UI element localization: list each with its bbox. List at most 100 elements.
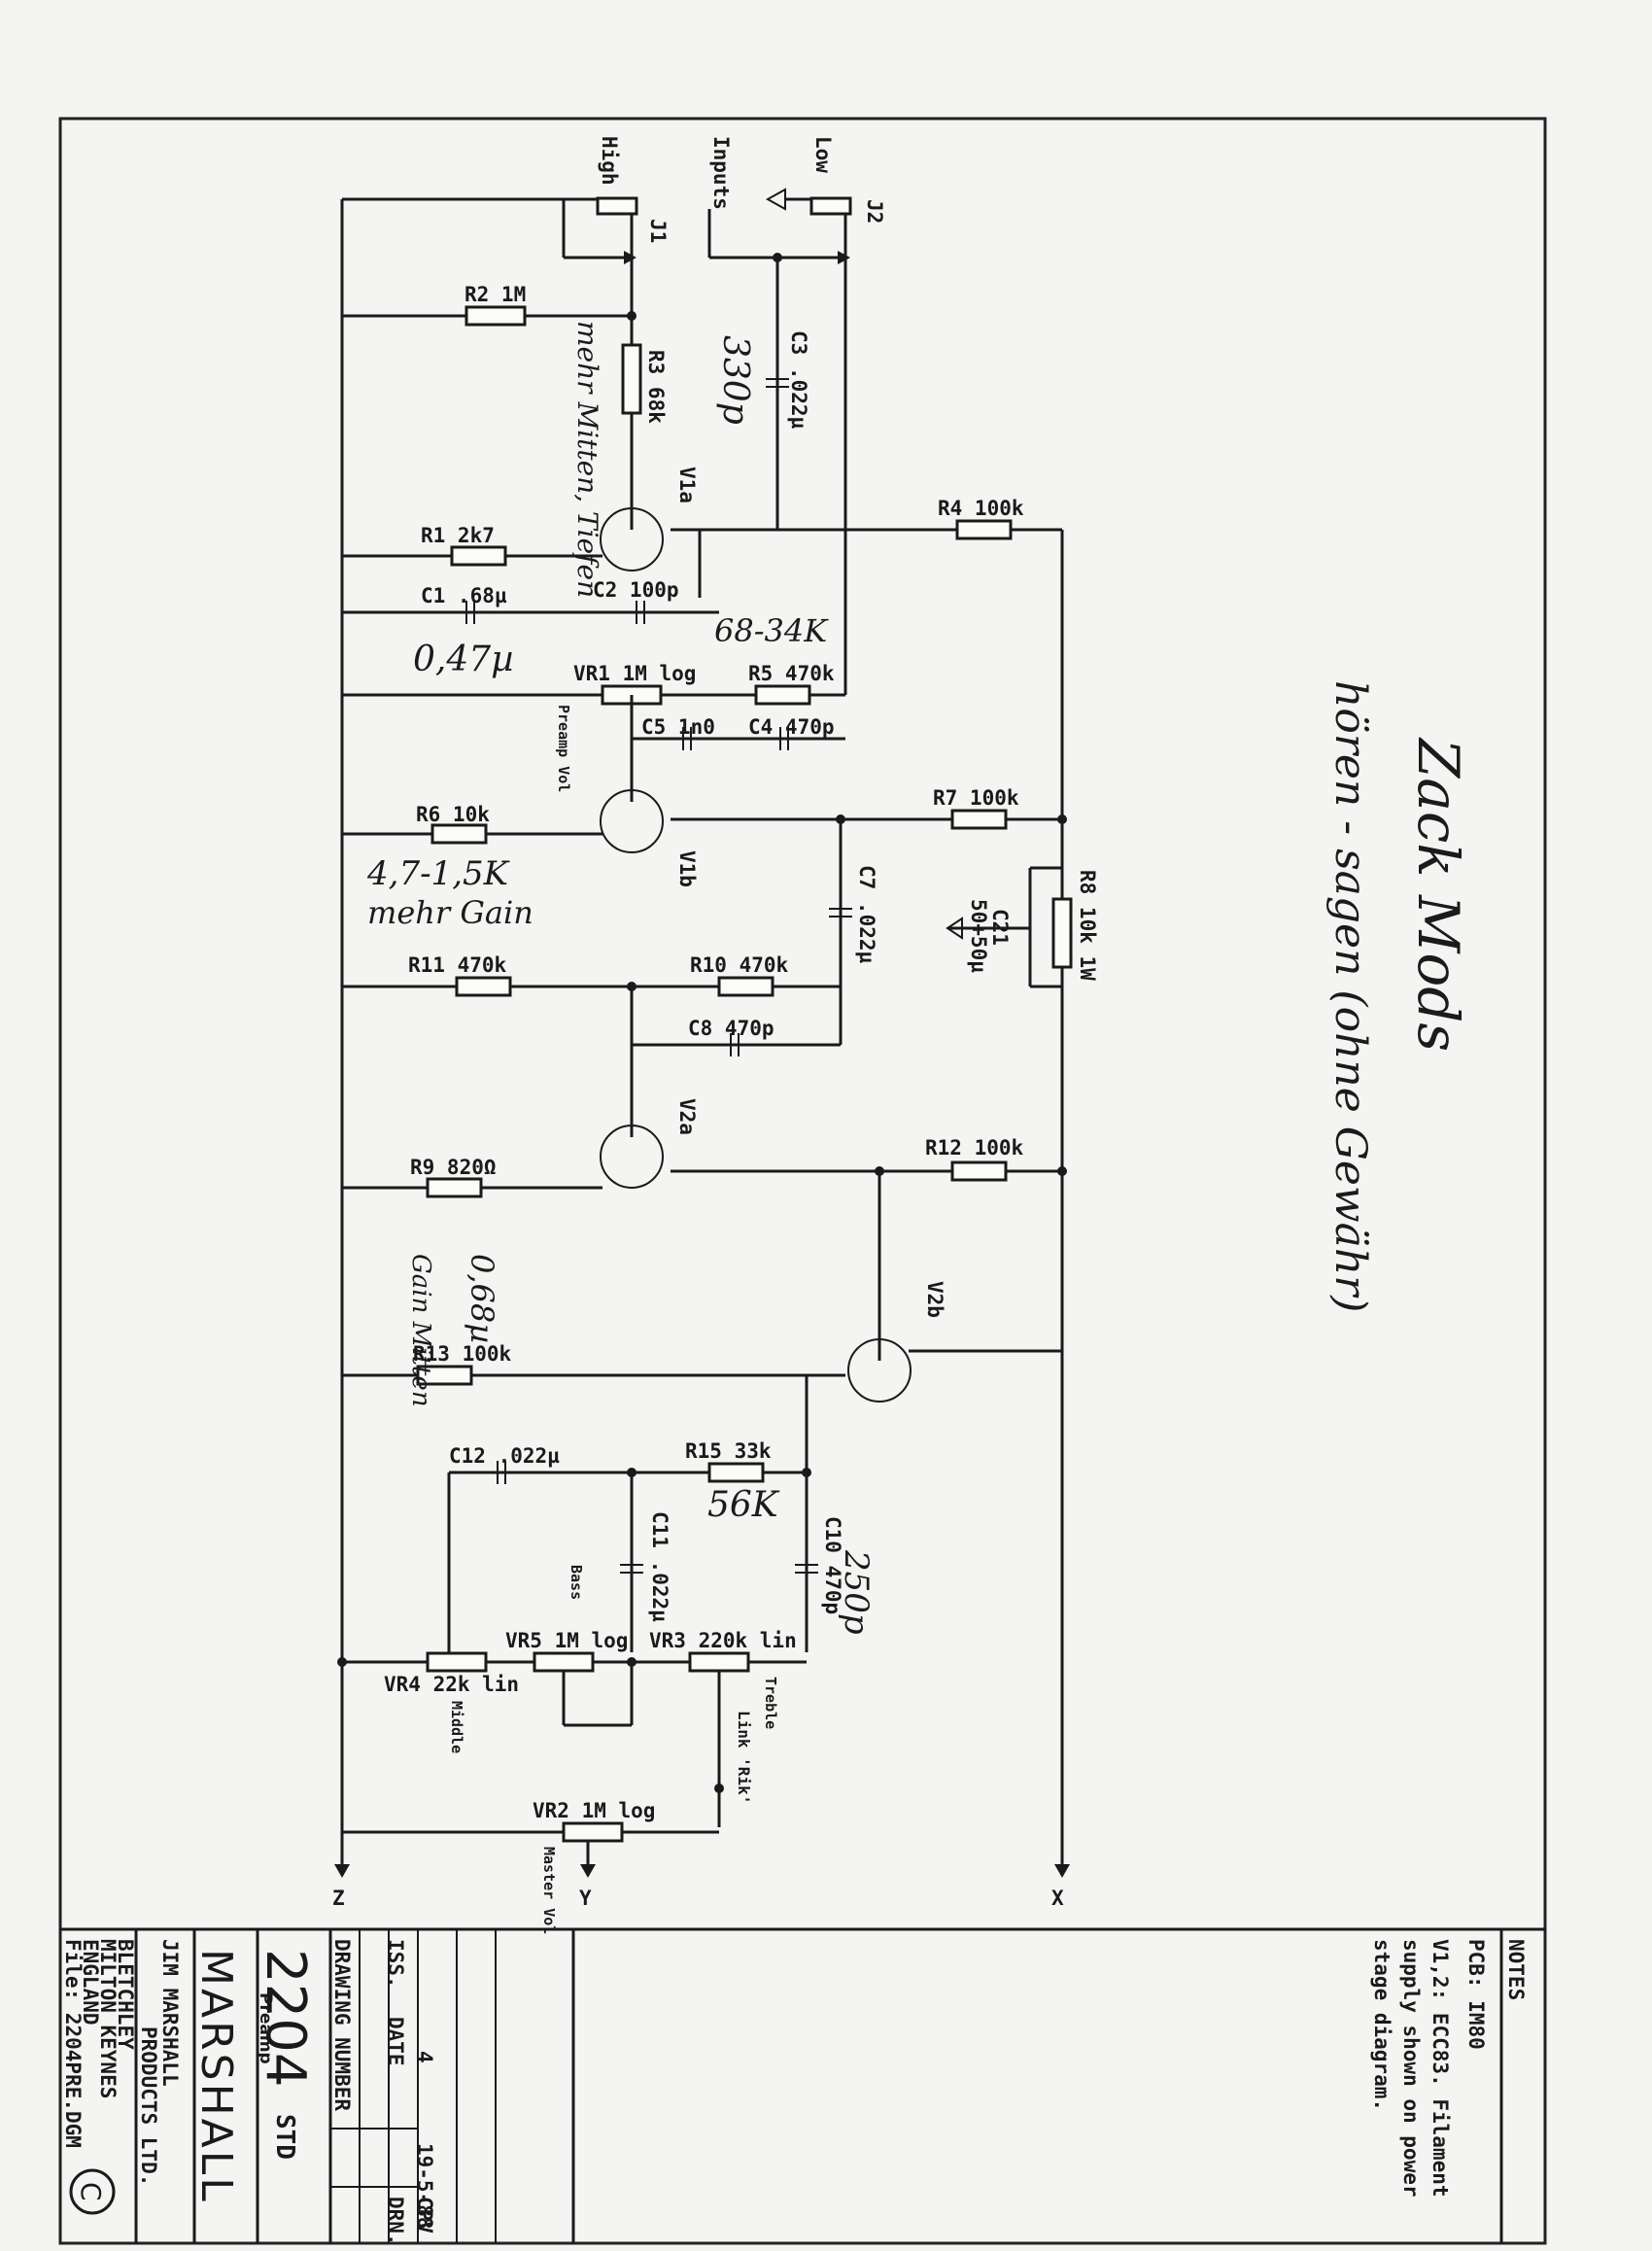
- drawing-number: 2204: [254, 1949, 317, 2088]
- c21-value: 50+50µ: [967, 899, 990, 973]
- vr2-label: VR2 1M log: [533, 1799, 655, 1822]
- v1a-label: V1a: [675, 467, 699, 503]
- vr1-role: Preamp Vol: [555, 705, 572, 792]
- brand-name: MARSHALL: [191, 1949, 241, 2204]
- r2-resistor: [465, 305, 527, 327]
- y-arrow-icon: [580, 1864, 596, 1878]
- vr5-role: Bass: [568, 1565, 585, 1600]
- r5-resistor: [754, 684, 811, 706]
- r9-note: Gain Mitten: [406, 1254, 435, 1407]
- c21-label: C21: [988, 909, 1012, 946]
- inputs-label: Inputs: [709, 136, 733, 210]
- r5-mod: 68-34K: [714, 612, 829, 649]
- v2a-label: V2a: [675, 1098, 699, 1135]
- j1-label: J1: [646, 219, 670, 243]
- node-y: Y: [579, 1887, 592, 1910]
- r3-resistor: [621, 343, 642, 415]
- j2-label: J2: [863, 199, 886, 224]
- r7-label: R7 100k: [933, 786, 1019, 810]
- r3-note: mehr Mitten, Tiefen: [571, 321, 603, 598]
- v2b-label: V2b: [923, 1281, 946, 1318]
- r3-cap-mod: 330p: [715, 335, 755, 425]
- r12-label: R12 100k: [925, 1136, 1024, 1160]
- address-line2: MILTON KEYNES: [96, 1939, 120, 2098]
- vr2-pot: [562, 1821, 624, 1843]
- r13-resistor: [416, 1365, 473, 1386]
- r15-label: R15 33k: [685, 1439, 772, 1463]
- handwritten-subtitle: hören - sagen (ohne Gewähr): [1325, 680, 1375, 1312]
- copyright-glyph: C: [75, 2182, 107, 2201]
- r3-label: R3 68k: [644, 350, 668, 424]
- notes-pcb: PCB: IM80: [1464, 1939, 1488, 2050]
- notes-line3: stage diagram.: [1370, 1939, 1394, 2111]
- r2-label: R2 1M: [465, 283, 526, 306]
- r10-resistor: [717, 976, 774, 997]
- low-ground-icon: [765, 188, 786, 211]
- address-line3: ENGLAND: [79, 1939, 102, 2026]
- junction-dots: [337, 253, 1067, 1793]
- r13-label: R13 100k: [413, 1342, 512, 1366]
- j2-jack-icon: [809, 196, 852, 216]
- v1b-tube-icon: [600, 789, 664, 853]
- input-high-label: High: [598, 136, 621, 186]
- r8-resistor: [1051, 897, 1073, 969]
- r8-label: R8 10k 1W: [1076, 870, 1099, 981]
- vr4-label: VR4 22k lin: [384, 1673, 519, 1696]
- r9-resistor: [426, 1177, 483, 1198]
- vr5-label: VR5 1M log: [505, 1629, 628, 1652]
- r6-note: mehr Gain: [367, 894, 533, 931]
- r6-label: R6 10k: [416, 803, 490, 826]
- r5-label: R5 470k: [748, 662, 835, 685]
- drn-value: CPV: [413, 2197, 436, 2234]
- r1-resistor: [450, 545, 507, 567]
- file-name: File: 2204PRE.DGM: [61, 1939, 85, 2148]
- c7-label: C7 .022µ: [855, 865, 878, 964]
- page-border: [58, 117, 1547, 2245]
- c1-label: C1 .68µ: [421, 584, 507, 607]
- r9-cap-mod: 0,68µ: [464, 1254, 500, 1343]
- r1-label: R1 2k7: [421, 524, 495, 547]
- vr2-role: Master Vol: [540, 1847, 558, 1934]
- vr3-role: Treble: [762, 1677, 779, 1729]
- r10-label: R10 470k: [690, 953, 789, 977]
- r7-resistor: [950, 809, 1008, 830]
- r4-label: R4 100k: [938, 497, 1024, 520]
- c11-label: C11 .022µ: [648, 1511, 671, 1622]
- c5-label: C5 1n0: [641, 715, 715, 739]
- c2-label: C2 100p: [593, 578, 679, 602]
- company-line1: JIM MARSHALL: [158, 1939, 182, 2087]
- link-label: Link 'Rik': [735, 1711, 753, 1804]
- iss-value: 4: [413, 2051, 436, 2063]
- r6-resistor: [430, 823, 488, 845]
- vr1-label: VR1 1M log: [573, 662, 696, 685]
- copyright-logo-icon: [69, 2168, 116, 2215]
- date-label: DATE: [384, 2017, 407, 2066]
- vr4-role: Middle: [448, 1701, 465, 1753]
- input-low-label: Low: [811, 136, 835, 173]
- r15-resistor: [707, 1462, 765, 1483]
- v2a-tube-icon: [600, 1125, 664, 1189]
- r11-label: R11 470k: [408, 953, 507, 977]
- iss-label: ISS.: [384, 1939, 407, 1989]
- r6-mod: 4,7-1,5K: [366, 854, 511, 893]
- z-arrow-icon: [334, 1864, 350, 1878]
- drn-label: DRN.: [384, 2197, 407, 2246]
- c21-ground-icon: [946, 917, 963, 940]
- company-line2: PRODUCTS LTD.: [137, 2026, 160, 2186]
- v1a-tube-icon: [600, 507, 664, 571]
- x-arrow-icon: [1054, 1864, 1070, 1878]
- c4-label: C4 470p: [748, 715, 835, 739]
- r12-resistor: [950, 1160, 1008, 1182]
- handwritten-title: Zack Mods: [1405, 737, 1471, 1052]
- vr4-pot: [426, 1651, 488, 1673]
- v1b-label: V1b: [675, 850, 699, 887]
- v2b-tube-icon: [847, 1338, 912, 1403]
- notes-heading: NOTES: [1504, 1939, 1528, 2000]
- c8-label: C8 470p: [688, 1017, 774, 1040]
- drawing-sub: Preamp: [256, 1992, 275, 2064]
- date-value: 19-5-88: [413, 2143, 436, 2230]
- r11-resistor: [455, 976, 512, 997]
- notes-line1: V1,2: ECC83. Filament: [1428, 1939, 1452, 2198]
- notes-line2: supply shown on power: [1399, 1939, 1423, 2198]
